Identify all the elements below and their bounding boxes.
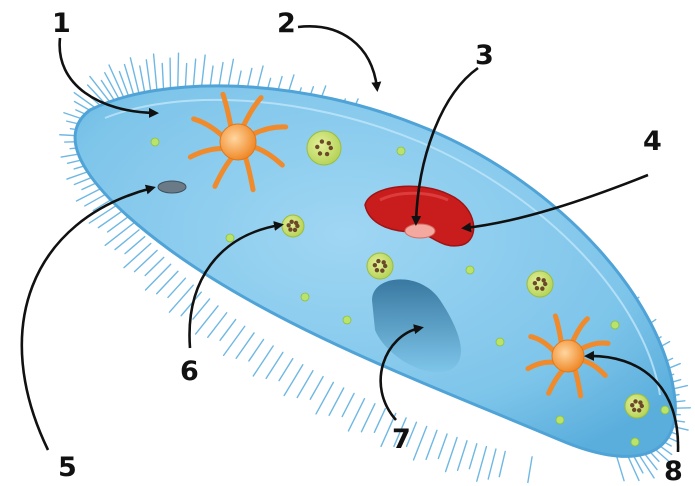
cilium: [115, 230, 139, 250]
label-3: 3: [475, 40, 494, 71]
food-vacuole-icon: [307, 131, 341, 165]
cilium: [477, 447, 487, 482]
food-vacuole-icon: [527, 271, 553, 297]
cilium: [488, 449, 496, 479]
cilium: [414, 426, 427, 460]
granule: [496, 338, 504, 346]
cilium: [499, 451, 505, 476]
granule: [397, 147, 405, 155]
cilium: [146, 60, 150, 91]
cilium: [446, 438, 458, 472]
cilium: [426, 430, 437, 459]
cilium: [617, 456, 625, 481]
label-7: 7: [392, 424, 411, 455]
label-2: 2: [277, 8, 296, 39]
cilium: [458, 441, 467, 471]
cilium: [266, 352, 283, 378]
granule: [343, 316, 351, 324]
cilium: [438, 434, 447, 458]
arrow-5: [22, 188, 152, 450]
cilium: [162, 63, 163, 89]
label-6: 6: [180, 356, 199, 387]
vacuole-center: [552, 340, 584, 372]
cilium: [348, 399, 364, 431]
cilium: [310, 377, 323, 400]
cilium: [279, 359, 293, 381]
cilium: [193, 299, 210, 319]
cilium: [316, 382, 333, 414]
cilium: [220, 320, 236, 341]
food-vacuole-icon: [282, 215, 304, 237]
label-1: 1: [52, 8, 71, 39]
cilium: [297, 371, 313, 398]
label-8: 8: [664, 456, 683, 486]
granule: [631, 438, 639, 446]
cilium: [469, 444, 476, 469]
cilium: [249, 339, 264, 360]
cilium: [145, 257, 164, 275]
cilium: [208, 313, 227, 338]
cilium: [140, 66, 145, 92]
vacuole-center: [220, 124, 256, 160]
cilium: [105, 223, 133, 245]
cilium: [236, 333, 254, 358]
granule: [151, 138, 159, 146]
cilium: [178, 53, 179, 89]
granule: [466, 266, 474, 274]
label-5: 5: [58, 452, 77, 483]
granule: [661, 406, 669, 414]
cilium: [342, 393, 354, 416]
granule: [556, 416, 564, 424]
cilium: [98, 210, 123, 228]
cilium: [168, 278, 186, 297]
cilium: [154, 54, 157, 90]
food-vacuole-icon: [625, 394, 649, 418]
granule: [226, 234, 234, 242]
cilium: [169, 285, 193, 312]
cilium: [196, 306, 218, 334]
granule: [301, 293, 309, 301]
cilium: [284, 365, 303, 396]
cilium: [528, 457, 532, 483]
label-4: 4: [643, 126, 662, 157]
cilium: [361, 404, 374, 432]
cilium: [329, 388, 344, 415]
food-vacuole-icon: [367, 253, 393, 279]
anal-pore-icon: [158, 181, 186, 193]
cilium: [146, 264, 171, 290]
cilium: [374, 409, 385, 433]
cilium: [124, 244, 151, 268]
cilium: [135, 250, 158, 271]
granule: [611, 321, 619, 329]
micronucleus-icon: [405, 224, 435, 238]
arrow-2: [298, 26, 377, 88]
